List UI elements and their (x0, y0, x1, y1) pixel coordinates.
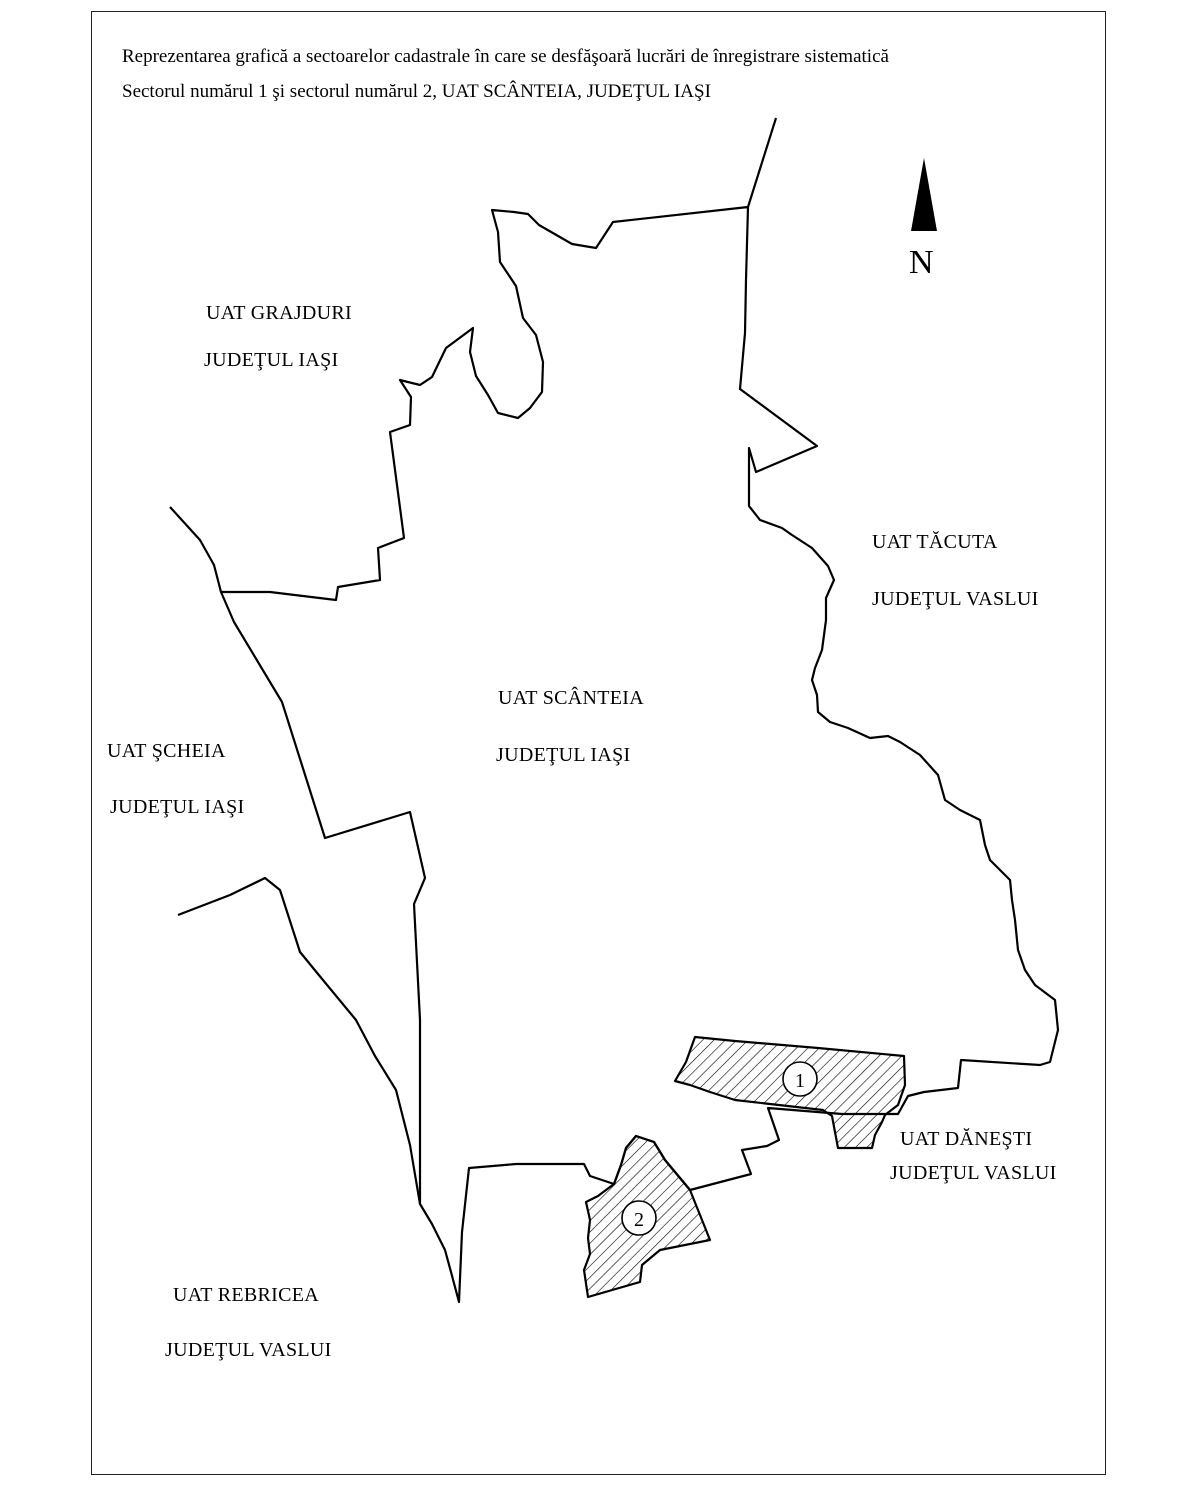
sector-2-marker (621, 1200, 657, 1236)
grajduri-name: UAT GRAJDURI (206, 302, 353, 324)
scheia-county: JUDEŢUL IAŞI (110, 796, 245, 818)
map-subtitle: Sectorul numărul 1 şi sectorul numărul 2… (122, 81, 711, 102)
grajduri-county: JUDEŢUL IAŞI (204, 349, 339, 371)
tacuta-grajduri-boundary (746, 117, 778, 208)
sector-2-number: 2 (634, 1209, 644, 1231)
scanteia-name: UAT SCÂNTEIA (498, 687, 645, 709)
sector-1-number: 1 (795, 1070, 805, 1092)
rebricea-county: JUDEŢUL VASLUI (165, 1339, 332, 1361)
scheia-rebricea-boundary (177, 876, 422, 1205)
tacuta-name: UAT TĂCUTA (872, 531, 998, 553)
rebricea-name: UAT REBRICEA (173, 1284, 320, 1306)
danesti-county: JUDEŢUL VASLUI (890, 1162, 1057, 1184)
danesti-name: UAT DĂNEŞTI (900, 1128, 1033, 1150)
map-title: Reprezentarea grafică a sectoarelor cada… (122, 46, 889, 67)
scheia-name: UAT ŞCHEIA (107, 740, 226, 762)
tacuta-county: JUDEŢUL VASLUI (872, 588, 1039, 610)
north-letter: N (909, 244, 934, 281)
scanteia-county: JUDEŢUL IAŞI (496, 744, 631, 766)
map-frame (91, 11, 1106, 1475)
scheia-grajduri-boundary (169, 506, 223, 593)
sector-1-marker (782, 1061, 818, 1097)
north-arrow-icon (911, 158, 937, 231)
